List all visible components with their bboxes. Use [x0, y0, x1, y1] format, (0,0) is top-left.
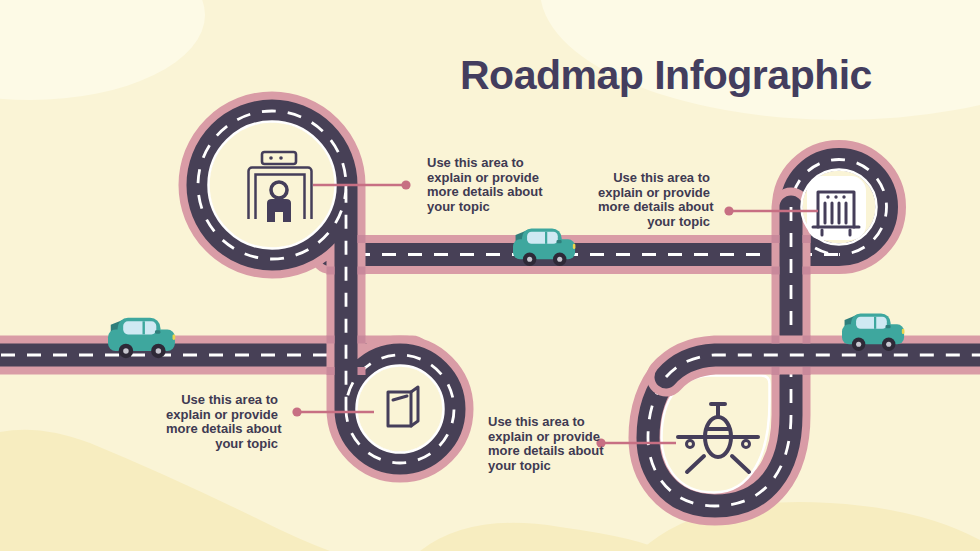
note-2: Use this area to explain or provide more…	[598, 171, 710, 230]
note-4: Use this area to explain or provide more…	[488, 415, 600, 474]
road-horizontal-right	[666, 355, 980, 377]
note-1: Use this area to explain or provide more…	[427, 156, 539, 215]
page-title: Roadmap Infographic	[460, 52, 872, 99]
billboard-card	[807, 176, 866, 240]
note-3: Use this area to explain or provide more…	[166, 393, 278, 452]
